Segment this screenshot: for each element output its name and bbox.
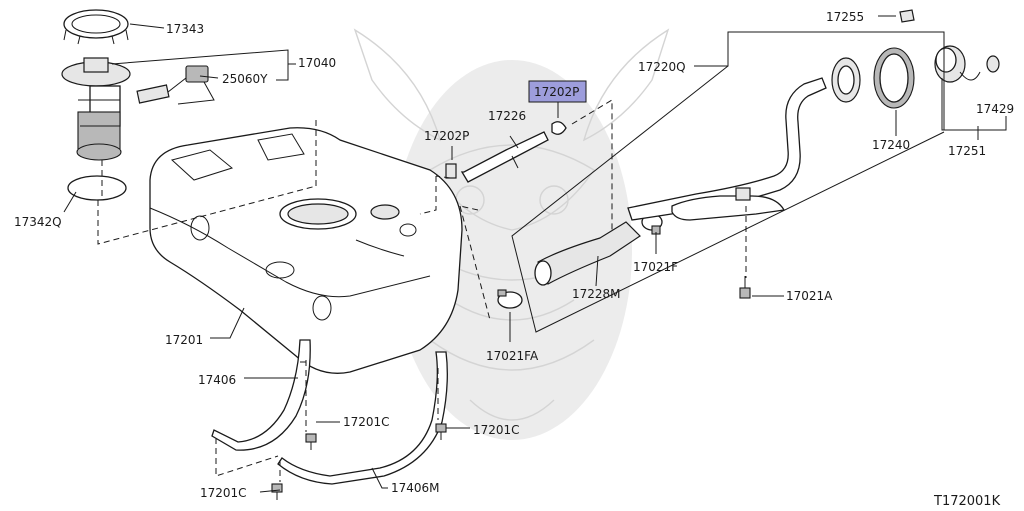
pump-gasket-o-ring: [67, 175, 127, 201]
tank-strap-17406M: [277, 351, 448, 485]
part-label-17021FA[interactable]: 17021FA: [486, 349, 539, 363]
cap-clip-17255: [899, 9, 915, 23]
part-label-17406[interactable]: 17406: [198, 373, 236, 387]
filler-neck-seal-17240: [873, 47, 915, 109]
part-label-17201C-lower[interactable]: 17201C: [200, 486, 247, 500]
tank-strap-17406: [211, 339, 311, 451]
part-label-17021F[interactable]: 17021F: [633, 260, 678, 274]
part-label-17343[interactable]: 17343: [166, 22, 204, 36]
part-label-17202P-highlighted[interactable]: 17202P: [534, 85, 579, 99]
dashed-alignment-lines: [97, 99, 747, 482]
part-label-17021A[interactable]: 17021A: [786, 289, 833, 303]
filler-hose-17228M: [534, 221, 641, 286]
cap-tether-17429: [986, 55, 1000, 73]
part-label-17255[interactable]: 17255: [826, 10, 864, 24]
part-label-17040[interactable]: 17040: [298, 56, 336, 70]
part-label-17201C-right[interactable]: 17201C: [473, 423, 520, 437]
filler-hose-clamp-17021FA: [497, 289, 523, 309]
part-label-17201[interactable]: 17201: [165, 333, 203, 347]
part-label-17228M[interactable]: 17228M: [572, 287, 621, 301]
part-label-17251[interactable]: 17251: [948, 144, 986, 158]
part-label-17240[interactable]: 17240: [872, 138, 910, 152]
part-label-17201C-upper[interactable]: 17201C: [343, 415, 390, 429]
filler-tube-17220Q: [627, 57, 861, 221]
fuel-cap-17251: [934, 45, 981, 83]
vent-hose-17226: [460, 131, 549, 183]
part-label-17226[interactable]: 17226: [488, 109, 526, 123]
part-label-17342Q[interactable]: 17342Q: [14, 215, 62, 229]
highlight-box-17202P: [528, 80, 587, 103]
part-label-17406M[interactable]: 17406M: [391, 481, 440, 495]
fuel-tank: [149, 127, 463, 374]
mount-bolts: [271, 276, 751, 500]
part-label-17429[interactable]: 17429: [976, 102, 1014, 116]
part-label-17202P-left[interactable]: 17202P: [424, 129, 469, 143]
hose-clamps: [445, 121, 567, 179]
fuel-pump-module: [61, 57, 131, 161]
diagram-code: T172001K: [933, 494, 1001, 509]
fuel-level-sensor: [136, 65, 215, 105]
fuel-pump-lock-ring: [63, 9, 129, 45]
part-label-25060Y[interactable]: 25060Y: [222, 72, 268, 86]
part-label-17220Q[interactable]: 17220Q: [638, 60, 686, 74]
leader-lines: [63, 15, 1007, 493]
